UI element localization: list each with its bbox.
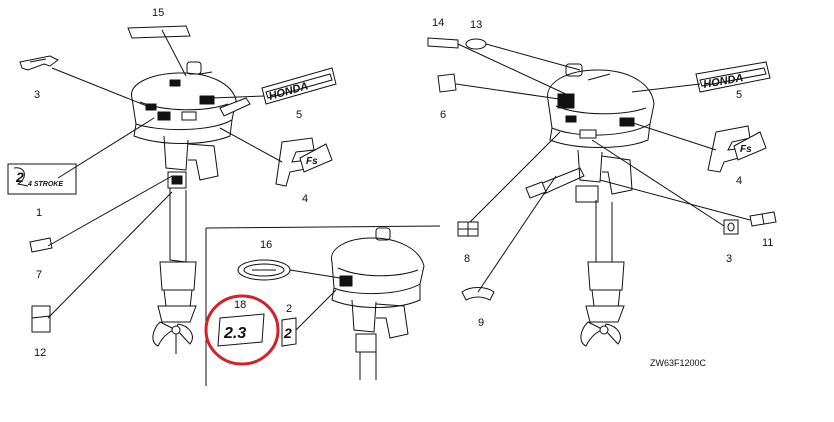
callout-right-11: 11 — [762, 237, 773, 249]
callout-right-5: 5 — [736, 89, 742, 101]
callout-right-8: 8 — [464, 253, 470, 265]
left-decal-12 — [31, 305, 51, 333]
right-decal-3 — [749, 211, 777, 227]
right-decal-5-honda — [695, 61, 771, 93]
callout-right-4: 4 — [736, 175, 742, 187]
right-decal-14 — [427, 37, 459, 49]
right-decal-9 — [461, 287, 495, 301]
left-fs-text: Fs — [306, 156, 318, 167]
inset-model-2-text: 2 — [283, 325, 292, 341]
left-decal-4-fs — [275, 137, 333, 187]
right-decal-4-fs — [707, 125, 767, 173]
callout-left-5: 5 — [296, 109, 302, 121]
callout-right-3: 3 — [726, 253, 732, 265]
left-decal-15 — [127, 25, 191, 39]
inset-engine — [331, 227, 425, 380]
model-23-text: 2.3 — [223, 325, 246, 342]
inset-leader-lines — [289, 269, 341, 331]
highlight-circle — [204, 294, 280, 366]
left-leader-lines — [47, 29, 283, 319]
callout-left-7: 7 — [36, 269, 42, 281]
inset-decal-17 — [281, 317, 297, 347]
callout-left-3: 3 — [34, 89, 40, 101]
callout-inset-16: 16 — [260, 239, 272, 251]
callout-right-13: 13 — [470, 19, 482, 31]
left-decal-7 — [29, 237, 53, 253]
model-2-text: 2 — [15, 169, 24, 185]
inset-decal-18 — [217, 313, 265, 347]
callout-left-2: 2 — [286, 303, 292, 315]
four-stroke-text: 4 STROKE — [27, 181, 63, 188]
right-decal-10 — [723, 219, 739, 235]
right-decal-13 — [465, 38, 487, 50]
callout-left-1: 1 — [36, 207, 42, 219]
right-decal-8 — [457, 221, 479, 237]
right-decal-6 — [437, 73, 457, 93]
left-decal-5-honda — [261, 67, 337, 105]
callout-right-9: 9 — [478, 317, 484, 329]
left-outboard-engine — [131, 61, 251, 354]
inset-decal-16 — [237, 259, 291, 281]
right-outboard-engine — [525, 63, 655, 347]
right-fs-text: Fs — [740, 144, 752, 155]
left-decal-3 — [19, 55, 59, 71]
callout-left-4: 4 — [302, 193, 308, 205]
callout-right-6: 6 — [440, 109, 446, 121]
callout-labels: 3 15 5 4 7 12 1 16 18 2 14 13 6 5 4 3 11… — [34, 7, 773, 368]
callout-left-15: 15 — [152, 7, 164, 19]
diagram-code: ZW63F1200C — [650, 358, 707, 368]
callout-left-12: 12 — [34, 347, 46, 359]
right-leader-lines — [455, 43, 751, 293]
inset-frame — [205, 225, 441, 386]
left-decal-2-model — [7, 163, 77, 195]
callout-right-14: 14 — [432, 17, 444, 29]
callout-inset-18: 18 — [234, 299, 246, 311]
